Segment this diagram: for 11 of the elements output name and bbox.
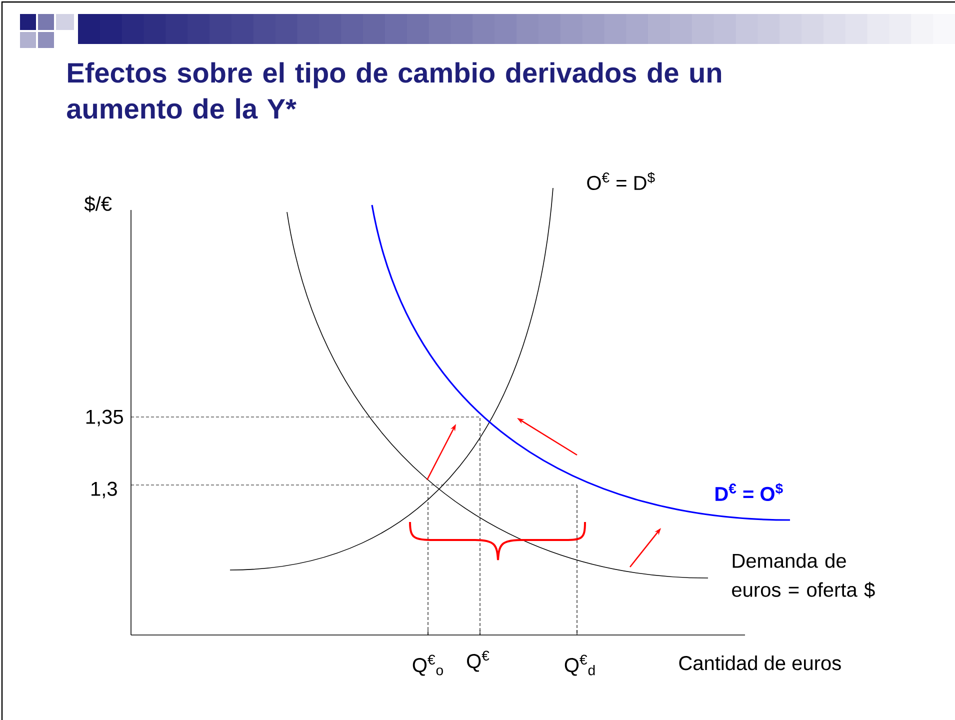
curve-label: O$^{€}$ = D$^{$}$ xyxy=(587,172,655,190)
curve-label: D$^{€}$ = O$^{$}$ xyxy=(716,482,783,502)
tick-label: 1,3 xyxy=(92,482,117,498)
axis-label: Q$^{€}$o xyxy=(412,654,443,676)
axis-label: Q$^{€}$d xyxy=(564,654,595,676)
tick-label: 1,35 xyxy=(86,410,123,426)
title: Efectos sobre el tipo de cambio derivados de un aumento de la Y* xyxy=(67,62,722,119)
axis-label: Cantidad de euros xyxy=(679,656,841,670)
curve-label: Demanda de euros = oferta $ xyxy=(732,553,875,598)
axis-label: Q$^{€}$ xyxy=(467,650,490,672)
axis-label: $/€ xyxy=(84,196,112,212)
